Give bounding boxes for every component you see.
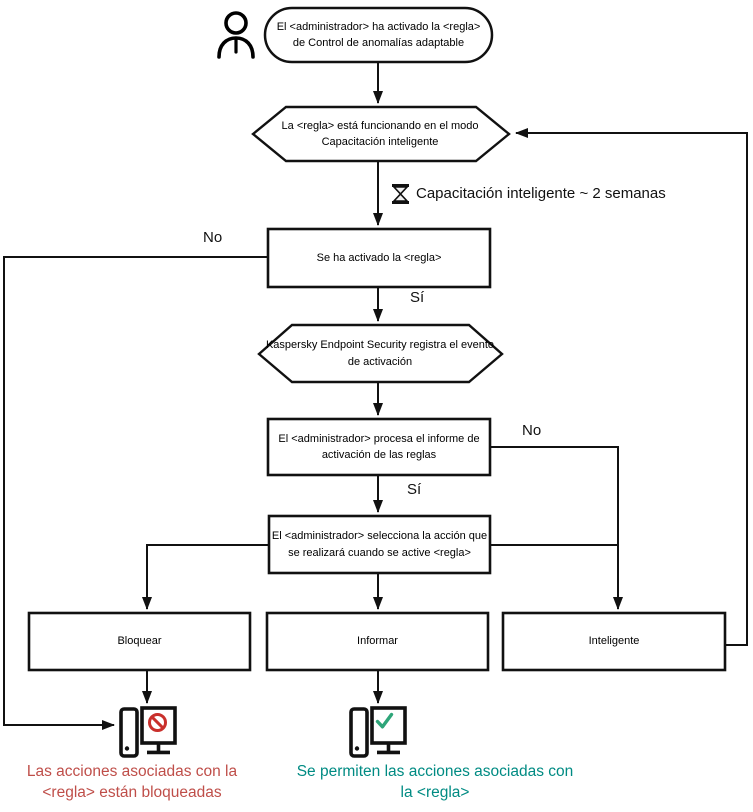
node-shapes	[27, 6, 727, 672]
edge-smart-feedback	[515, 128, 748, 646]
hourglass-icon	[392, 184, 409, 204]
person-icon	[217, 11, 255, 59]
node-report-shape	[266, 417, 492, 477]
check-icon	[375, 712, 394, 729]
node-activated-shape	[266, 227, 492, 289]
edge-no-to-blocked-pc	[3, 256, 268, 730]
prohibition-icon	[148, 713, 167, 732]
node-smart-shape	[501, 611, 727, 672]
node-block-shape	[27, 611, 252, 672]
node-start-shape	[263, 6, 494, 64]
node-logged-shape	[257, 323, 504, 384]
computer-allowed-icon	[349, 706, 407, 758]
node-mode-shape	[251, 105, 511, 163]
node-select-shape	[267, 514, 492, 575]
edge-select-to-block	[142, 544, 269, 610]
edge-no-to-smart	[490, 446, 623, 610]
node-inform-shape	[265, 611, 490, 672]
edges	[3, 62, 748, 730]
computer-blocked-icon	[119, 706, 177, 758]
